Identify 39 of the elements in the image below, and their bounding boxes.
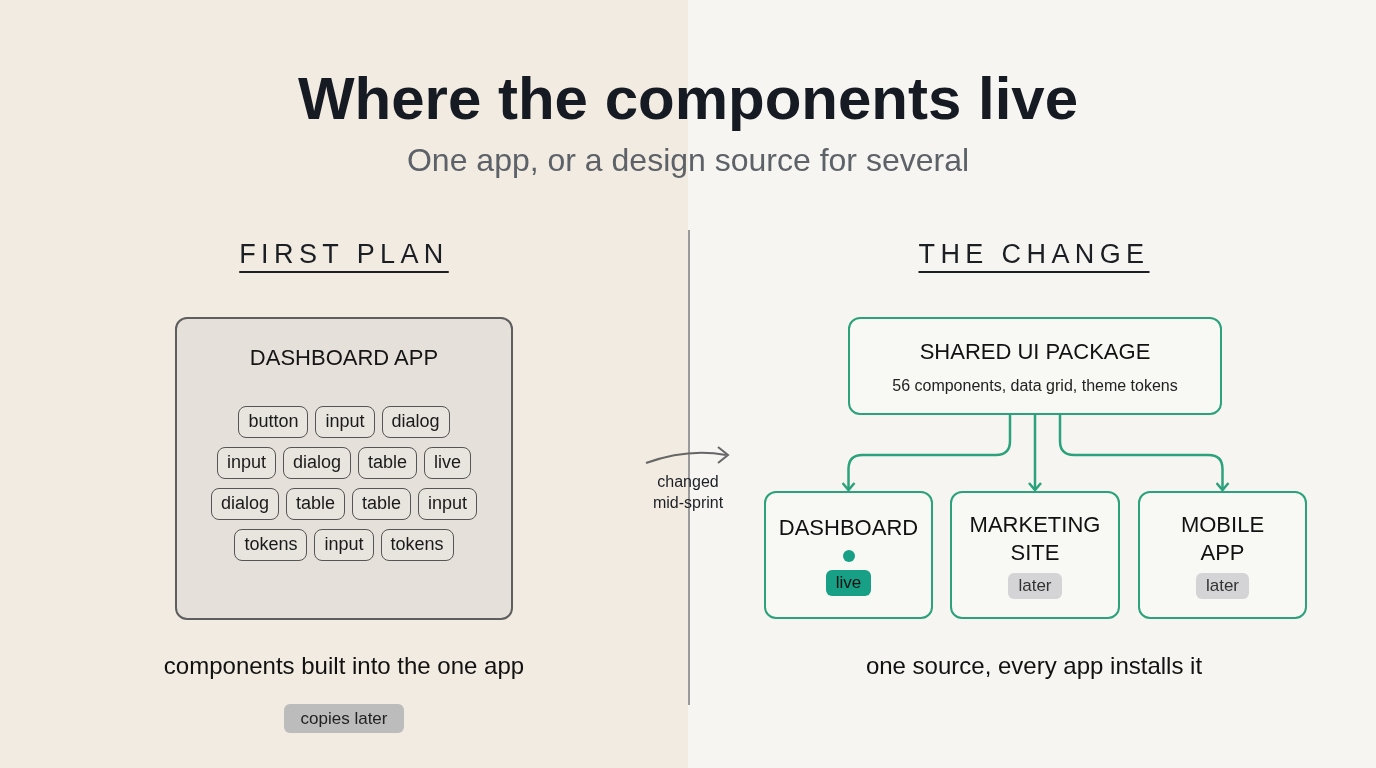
component-tag: dialog: [210, 488, 279, 520]
status-badge: live: [825, 570, 872, 596]
app-box: [1138, 491, 1307, 619]
box-title: MOBILE APP: [1180, 511, 1265, 567]
app-container: [175, 317, 513, 620]
component-tag: dialog: [282, 447, 351, 479]
component-tag: table: [285, 488, 345, 520]
subtitle: One app, or a design source for several: [405, 141, 971, 180]
app-box: [950, 491, 1120, 619]
title: Where the components live: [296, 64, 1080, 134]
package-box: [848, 317, 1222, 415]
box-subtitle: 56 components, data grid, theme tokens: [892, 375, 1178, 396]
arrow: [1058, 415, 1230, 492]
caption-text: one source, every app installs it: [864, 651, 1204, 681]
component-tag: input: [315, 406, 375, 438]
component-tag: table: [352, 488, 412, 520]
component-tag: input: [314, 529, 374, 561]
status-badge: later: [1195, 573, 1250, 599]
status-badge: copies later: [284, 704, 404, 733]
section-heading: FIRST PLAN: [238, 238, 450, 271]
component-tag: tokens: [380, 529, 454, 561]
arrow: [841, 415, 1012, 492]
component-tag: input: [418, 488, 478, 520]
component-tag: button: [238, 406, 309, 438]
status-badge: later: [1008, 573, 1062, 599]
component-tag: tokens: [234, 529, 308, 561]
arrow-label: changed mid-sprint: [651, 472, 725, 513]
app-box: [764, 491, 933, 619]
component-tag: live: [424, 447, 472, 479]
box-title: MARKETING SITE: [969, 511, 1101, 567]
box-title: SHARED UI PACKAGE: [919, 337, 1151, 366]
arrow: [1027, 415, 1043, 492]
box-title: DASHBOARD: [778, 514, 919, 542]
container-title: DASHBOARD APP: [249, 344, 439, 372]
component-tag: table: [358, 447, 418, 479]
section-heading: THE CHANGE: [917, 238, 1151, 271]
component-tag: input: [216, 447, 276, 479]
caption-text: components built into the one app: [162, 651, 526, 681]
component-tag: dialog: [381, 406, 450, 438]
